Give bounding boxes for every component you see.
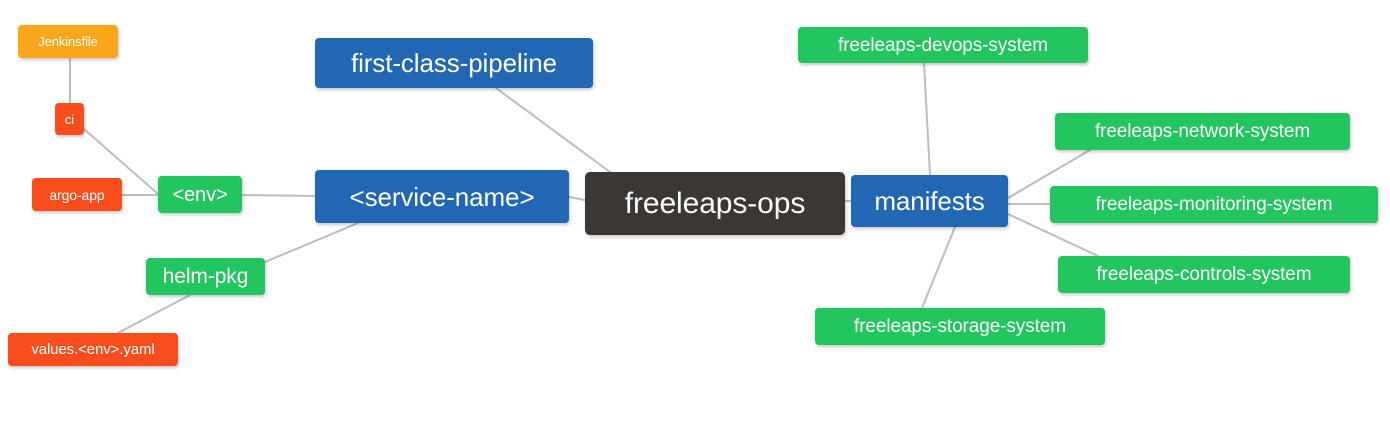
edge-env-to-service-name [241, 194, 316, 197]
node-first-class-pipeline[interactable]: first-class-pipeline [315, 38, 593, 88]
node-label-helm-pkg: helm-pkg [162, 265, 249, 288]
node-freeleaps-storage-system[interactable]: freeleaps-storage-system [815, 308, 1105, 345]
node-jenkinsfile[interactable]: Jenkinsfile [18, 25, 118, 58]
node-freeleaps-controls-system[interactable]: freeleaps-controls-system [1058, 256, 1350, 293]
node-label-freeleaps-network-system: freeleaps-network-system [1094, 121, 1311, 142]
node-label-manifests: manifests [874, 186, 985, 216]
node-label-values-env-yaml: values.<env>.yaml [31, 341, 155, 358]
node-manifests[interactable]: manifests [851, 175, 1008, 227]
node-label-jenkinsfile: Jenkinsfile [38, 34, 98, 49]
node-freeleaps-devops-system[interactable]: freeleaps-devops-system [798, 27, 1088, 63]
node-env[interactable]: <env> [158, 176, 242, 213]
node-freeleaps-monitoring-system[interactable]: freeleaps-monitoring-system [1050, 186, 1378, 223]
node-argo-app[interactable]: argo-app [32, 178, 122, 211]
node-freeleaps-ops[interactable]: freeleaps-ops [585, 172, 845, 235]
node-label-freeleaps-monitoring-system: freeleaps-monitoring-system [1095, 194, 1333, 215]
edge-service-name-to-freeleaps-ops [568, 196, 586, 201]
edge-manifests-to-freeleaps-devops-system [923, 62, 931, 176]
node-label-service-name: <service-name> [349, 181, 535, 212]
node-label-freeleaps-devops-system: freeleaps-devops-system [838, 34, 1048, 56]
node-ci[interactable]: ci [55, 103, 84, 135]
edge-helm-pkg-to-values-env-yaml [117, 294, 191, 334]
node-label-freeleaps-storage-system: freeleaps-storage-system [854, 316, 1066, 337]
node-label-env: <env> [172, 183, 228, 206]
node-freeleaps-network-system[interactable]: freeleaps-network-system [1055, 113, 1350, 150]
node-label-freeleaps-ops: freeleaps-ops [624, 186, 806, 220]
node-label-first-class-pipeline: first-class-pipeline [350, 48, 558, 78]
node-service-name[interactable]: <service-name> [315, 170, 569, 223]
edge-manifests-to-freeleaps-storage-system [921, 226, 956, 309]
edge-service-name-to-helm-pkg [264, 222, 359, 263]
node-values-env-yaml[interactable]: values.<env>.yaml [8, 333, 178, 366]
node-label-argo-app: argo-app [49, 186, 105, 203]
edge-first-class-pipeline-to-freeleaps-ops [495, 87, 611, 173]
node-label-ci: ci [64, 111, 75, 127]
node-label-freeleaps-controls-system: freeleaps-controls-system [1096, 264, 1312, 285]
node-helm-pkg[interactable]: helm-pkg [146, 258, 265, 295]
